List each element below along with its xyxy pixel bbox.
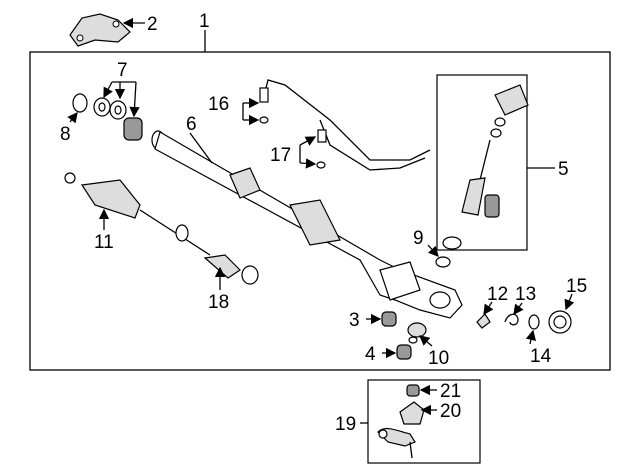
callout-20[interactable]: 20 xyxy=(440,401,461,422)
callout-19[interactable]: 19 xyxy=(335,414,356,435)
callout-16[interactable]: 16 xyxy=(208,94,229,115)
part-13-snap-ring[interactable] xyxy=(504,313,519,326)
callout-12[interactable]: 12 xyxy=(487,284,508,305)
main-assembly-frame xyxy=(29,51,611,371)
callout-6[interactable]: 6 xyxy=(186,114,197,135)
part-2-bracket[interactable] xyxy=(69,13,131,47)
part-6-rack-housing[interactable] xyxy=(151,130,463,319)
callout-2[interactable]: 2 xyxy=(147,14,158,35)
callout-18[interactable]: 18 xyxy=(208,292,229,313)
part-5-valve-box xyxy=(436,74,528,251)
callout-11[interactable]: 11 xyxy=(94,232,114,253)
part-10-seal[interactable] xyxy=(407,322,427,344)
part-20-ball-stud[interactable] xyxy=(399,401,425,425)
callout-3[interactable]: 3 xyxy=(349,310,360,331)
part-16-17-fluid-lines[interactable] xyxy=(259,79,431,171)
part-11-boot-and-tie-rod[interactable] xyxy=(64,172,211,256)
callout-8[interactable]: 8 xyxy=(60,124,71,145)
part-8-ring[interactable] xyxy=(72,93,88,113)
part-4-bushing[interactable] xyxy=(396,344,412,360)
part-19-pitman-arm-box xyxy=(367,379,481,464)
part-14-washer[interactable] xyxy=(528,314,540,330)
callout-7[interactable]: 7 xyxy=(117,60,128,81)
callout-17[interactable]: 17 xyxy=(270,145,291,166)
callout-9[interactable]: 9 xyxy=(413,228,424,249)
part-5-control-valve[interactable] xyxy=(442,84,529,250)
part-7-bushings[interactable] xyxy=(93,97,143,141)
part-3-bushing[interactable] xyxy=(381,311,397,327)
part-18-tie-rod-end[interactable] xyxy=(203,254,259,285)
part-21-nut[interactable] xyxy=(406,384,420,397)
callout-15[interactable]: 15 xyxy=(566,276,587,297)
part-15-seal[interactable] xyxy=(548,310,572,334)
part-19-pitman-arm[interactable] xyxy=(377,427,416,459)
callout-4[interactable]: 4 xyxy=(365,344,376,365)
part-9-seal[interactable] xyxy=(435,256,451,268)
callout-5[interactable]: 5 xyxy=(558,159,569,180)
callout-21[interactable]: 21 xyxy=(440,381,461,402)
callout-1[interactable]: 1 xyxy=(199,11,210,32)
callout-10[interactable]: 10 xyxy=(428,348,449,369)
part-12-clip[interactable] xyxy=(476,313,491,329)
callout-14[interactable]: 14 xyxy=(530,346,552,367)
callout-13[interactable]: 13 xyxy=(515,284,536,305)
